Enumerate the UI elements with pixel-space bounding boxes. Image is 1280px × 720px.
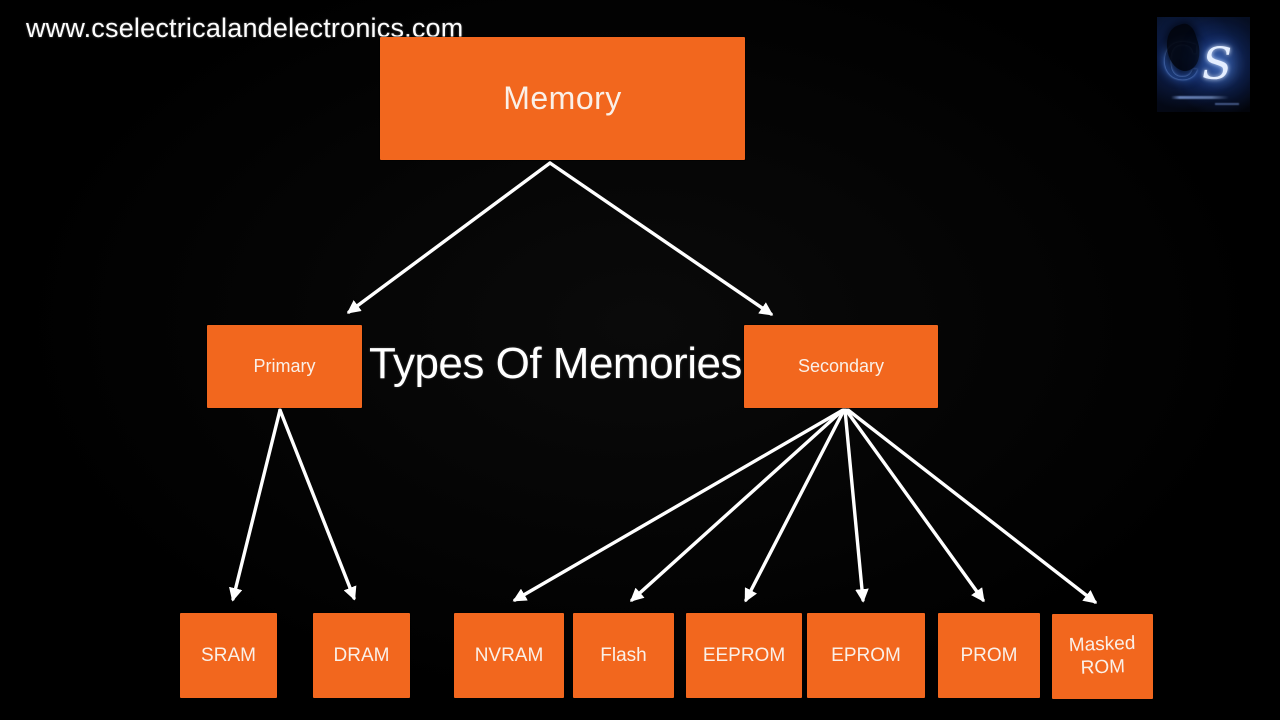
node-secondary: Secondary	[744, 325, 938, 408]
node-eprom-label: EPROM	[831, 644, 901, 666]
node-dram: DRAM	[313, 613, 410, 698]
node-sram-label: SRAM	[201, 644, 256, 666]
node-flash-label: Flash	[600, 644, 647, 666]
arrow-primary-dram	[278, 408, 357, 601]
arrow-secondary-eprom	[843, 408, 869, 603]
node-prom-label: PROM	[960, 644, 1018, 666]
logo-script-line	[1171, 96, 1229, 99]
logo-letter-s-icon: S	[1202, 39, 1233, 90]
arrow-secondary-prom	[844, 408, 985, 603]
node-prom: PROM	[938, 613, 1040, 698]
node-nvram-label: NVRAM	[474, 644, 544, 666]
node-eeprom-label: EEPROM	[702, 644, 786, 666]
arrow-secondary-eeprom	[744, 408, 846, 603]
node-eeprom: EEPROM	[686, 613, 802, 698]
arrow-secondary-nvram	[512, 408, 845, 602]
node-masked-rom-label: Masked ROM	[1068, 632, 1136, 679]
node-primary-label: Primary	[253, 356, 316, 376]
node-flash: Flash	[573, 613, 674, 698]
arrow-primary-sram	[229, 408, 282, 602]
node-primary: Primary	[207, 325, 362, 408]
arrow-secondary-maskedrom	[846, 408, 1098, 604]
node-eprom: EPROM	[807, 613, 925, 698]
node-secondary-label: Secondary	[797, 356, 885, 376]
arrow-memory-secondary	[548, 161, 774, 316]
node-memory: Memory	[380, 37, 745, 160]
arrow-secondary-flash	[629, 408, 845, 602]
node-masked-rom: Masked ROM	[1052, 614, 1153, 699]
arrow-memory-primary	[346, 161, 552, 314]
logo-script-line-small	[1215, 103, 1239, 105]
page-title: Types Of Memories	[369, 339, 742, 388]
node-nvram: NVRAM	[454, 613, 564, 698]
node-memory-label: Memory	[503, 80, 622, 116]
node-dram-label: DRAM	[333, 644, 390, 666]
node-sram: SRAM	[180, 613, 277, 698]
cs-logo: C S	[1157, 17, 1250, 112]
